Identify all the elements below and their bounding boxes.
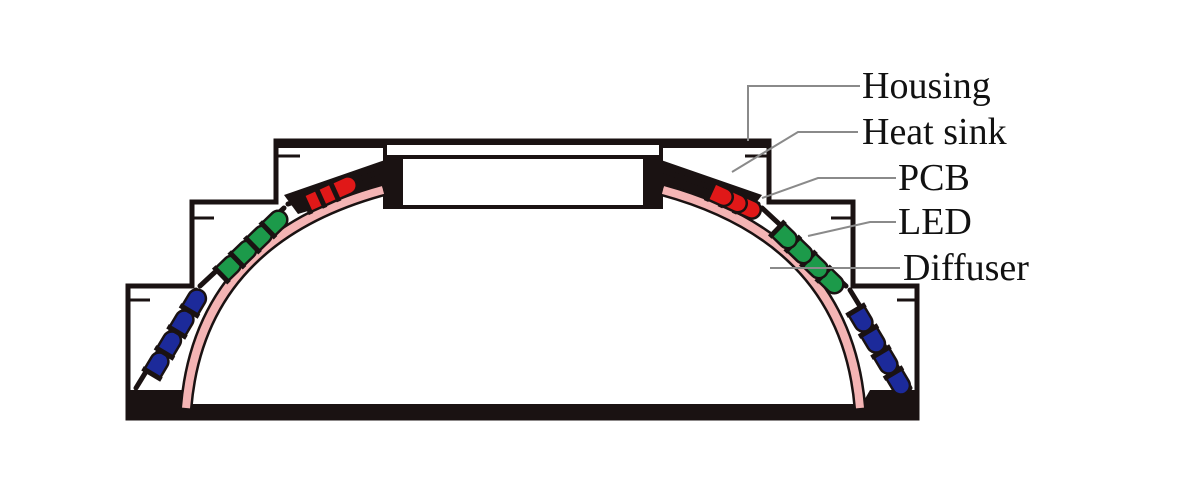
- led-array: [141, 175, 912, 396]
- label-diffuser: Diffuser: [903, 247, 1029, 289]
- label-housing: Housing: [862, 65, 991, 107]
- leader-line-led: [807, 221, 896, 237]
- diffuser: [179, 183, 867, 409]
- led-red-left-3: [327, 175, 358, 203]
- center-heat-sink: [383, 141, 663, 209]
- led-blue-left-2: [153, 330, 183, 361]
- leader-line-housing: [747, 85, 860, 141]
- label-pcb: PCB: [898, 157, 970, 199]
- led-blue-right-4: [845, 302, 874, 333]
- label-led: LED: [898, 201, 972, 243]
- led-green-right-4: [767, 219, 799, 250]
- led-green-left-2: [227, 239, 258, 270]
- leader-lines: [731, 85, 900, 269]
- led-red-right-3: [703, 179, 734, 208]
- leader-line-pcb: [761, 177, 896, 199]
- led-blue-left-4: [178, 288, 208, 319]
- label-heat-sink: Heat sink: [862, 111, 1007, 153]
- led-blue-right-3: [857, 323, 887, 354]
- led-green-left-4: [258, 209, 289, 240]
- leader-line-heat-sink: [731, 131, 858, 173]
